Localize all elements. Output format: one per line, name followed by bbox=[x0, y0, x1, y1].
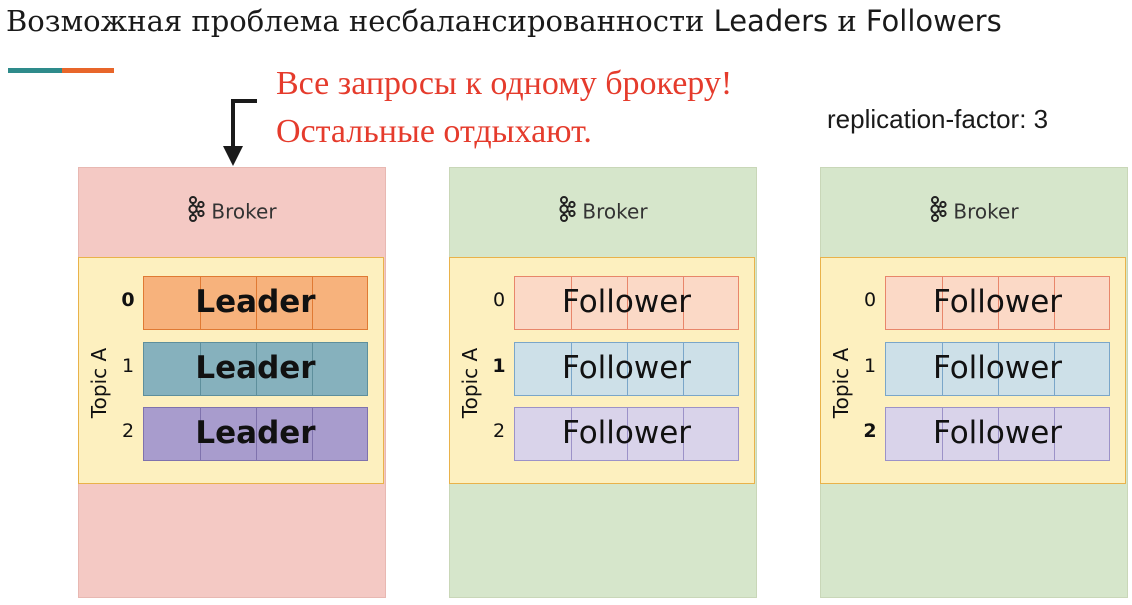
broker-label: Broker bbox=[582, 199, 648, 224]
partition-follower: Follower bbox=[514, 342, 739, 396]
partition-follower: Follower bbox=[514, 407, 739, 461]
partition-segment-divider bbox=[312, 277, 313, 329]
broker-label: Broker bbox=[953, 199, 1019, 224]
partition-role-label: Leader bbox=[195, 284, 316, 320]
title-part-1: Возможная проблема несбалансированности bbox=[6, 4, 714, 38]
partition-segment-divider bbox=[1054, 408, 1055, 460]
slide-title: Возможная проблема несбалансированности … bbox=[6, 4, 1002, 39]
partition-number: 0 bbox=[121, 289, 135, 311]
partition-leader: Leader bbox=[143, 276, 368, 330]
partition-segment-divider bbox=[942, 408, 943, 460]
accent-bar-orange bbox=[62, 68, 114, 73]
partition-number: 1 bbox=[121, 355, 135, 377]
partition-leader: Leader bbox=[143, 407, 368, 461]
partition-segment-divider bbox=[256, 277, 257, 329]
partition-role-label: Follower bbox=[561, 350, 692, 386]
broker-header: Broker bbox=[79, 196, 385, 227]
partition-role-label: Leader bbox=[195, 415, 316, 451]
partition-number: 2 bbox=[863, 420, 877, 442]
accent-bar-teal bbox=[8, 68, 62, 73]
partition-segment-divider bbox=[683, 408, 684, 460]
kafka-icon bbox=[929, 196, 948, 227]
partition-segment-divider bbox=[627, 408, 628, 460]
partition-segment-divider bbox=[312, 408, 313, 460]
partition-segment-divider bbox=[683, 343, 684, 395]
partition-segment-divider bbox=[998, 277, 999, 329]
partition-segment-divider bbox=[200, 343, 201, 395]
title-part-2: Leaders bbox=[713, 4, 829, 38]
replication-factor-label: replication-factor: 3 bbox=[827, 104, 1049, 134]
partition-segment-divider bbox=[200, 277, 201, 329]
partition-role-label: Follower bbox=[932, 350, 1063, 386]
partition-segment-divider bbox=[627, 277, 628, 329]
partition-segment-divider bbox=[998, 343, 999, 395]
partition-segment-divider bbox=[256, 343, 257, 395]
annotation-line-2: Остальные отдыхают. bbox=[276, 113, 592, 150]
partition-number: 2 bbox=[492, 420, 506, 442]
topic-label: Topic A bbox=[87, 347, 111, 419]
partition-role-label: Follower bbox=[561, 415, 692, 451]
partition-segment-divider bbox=[571, 408, 572, 460]
partition-segment-divider bbox=[571, 343, 572, 395]
title-part-3: и bbox=[828, 4, 866, 38]
partition-follower: Follower bbox=[885, 342, 1110, 396]
partition-segment-divider bbox=[200, 408, 201, 460]
partition-segment-divider bbox=[942, 277, 943, 329]
partition-follower: Follower bbox=[885, 407, 1110, 461]
broker-label: Broker bbox=[211, 199, 277, 224]
annotation: Все запросы к одному брокеру! Остальные … bbox=[276, 60, 732, 156]
topic-label: Topic A bbox=[458, 347, 482, 419]
partition-number: 0 bbox=[492, 289, 506, 311]
partition-segment-divider bbox=[571, 277, 572, 329]
partition-role-label: Follower bbox=[932, 284, 1063, 320]
partition-segment-divider bbox=[256, 408, 257, 460]
partition-leader: Leader bbox=[143, 342, 368, 396]
partition-segment-divider bbox=[942, 343, 943, 395]
partition-role-label: Leader bbox=[195, 350, 316, 386]
partition-segment-divider bbox=[683, 277, 684, 329]
kafka-icon bbox=[558, 196, 577, 227]
partition-follower: Follower bbox=[514, 276, 739, 330]
partition-number: 1 bbox=[863, 355, 877, 377]
partition-segment-divider bbox=[627, 343, 628, 395]
partition-segment-divider bbox=[1054, 343, 1055, 395]
partition-role-label: Follower bbox=[561, 284, 692, 320]
broker-header: Broker bbox=[450, 196, 756, 227]
broker-header: Broker bbox=[821, 196, 1127, 227]
partition-segment-divider bbox=[998, 408, 999, 460]
partition-segment-divider bbox=[312, 343, 313, 395]
topic-label: Topic A bbox=[829, 347, 853, 419]
kafka-icon bbox=[187, 196, 206, 227]
partition-role-label: Follower bbox=[932, 415, 1063, 451]
partition-segment-divider bbox=[1054, 277, 1055, 329]
partition-number: 0 bbox=[863, 289, 877, 311]
title-part-4: Followers bbox=[865, 4, 1002, 38]
partition-number: 2 bbox=[121, 420, 135, 442]
annotation-line-1: Все запросы к одному брокеру! bbox=[276, 65, 733, 102]
partition-follower: Follower bbox=[885, 276, 1110, 330]
partition-number: 1 bbox=[492, 355, 506, 377]
